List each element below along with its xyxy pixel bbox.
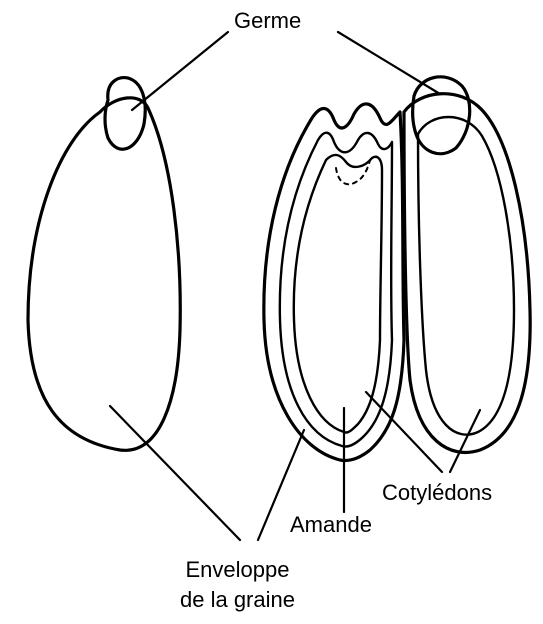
label-germe: Germe [234, 6, 301, 36]
whole-seed-germ [105, 78, 145, 150]
label-enveloppe-line2: de la graine [180, 585, 295, 615]
leader-cotyledon-right [450, 410, 480, 472]
left-cotyledon-outer [264, 104, 404, 461]
leader-germe-left [132, 32, 228, 110]
leader-germe-right [338, 32, 440, 94]
left-cotyledon-inner [280, 133, 392, 447]
label-enveloppe: Enveloppe de la graine [180, 555, 295, 615]
whole-seed [28, 78, 180, 451]
label-enveloppe-line1: Enveloppe [180, 555, 295, 585]
leader-enveloppe-left [110, 406, 240, 540]
label-amande: Amande [290, 510, 372, 540]
right-cotyledon-inner [418, 117, 514, 435]
open-seed [264, 77, 530, 461]
whole-seed-coat [28, 98, 180, 451]
label-cotyledons: Cotylédons [382, 478, 492, 508]
open-seed-germ [413, 77, 470, 154]
leader-cotyledon-left [366, 392, 442, 472]
amande-kernel [294, 155, 382, 433]
